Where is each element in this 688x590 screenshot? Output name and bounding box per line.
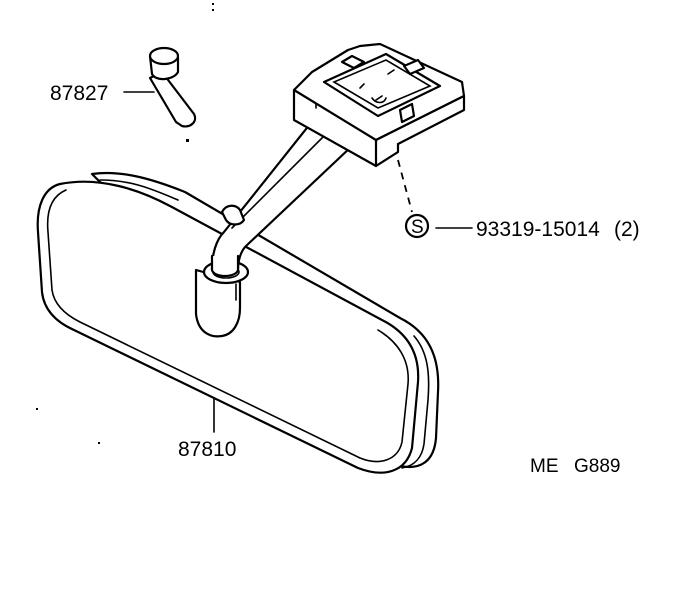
screw-quantity: (2) <box>614 218 640 241</box>
mirror-stay-arm <box>210 112 354 278</box>
screw-hidden-line <box>397 159 413 213</box>
cap-part-number: 87827 <box>50 82 108 105</box>
screw-part-number: 93319-15014 <box>476 218 600 241</box>
print-specks <box>36 3 214 444</box>
screw-symbol-circle <box>404 213 430 239</box>
cover-cap <box>148 46 197 128</box>
figure-code: G889 <box>574 456 620 477</box>
screw-symbol-letter: S <box>411 217 424 238</box>
rearview-mirror <box>36 171 440 474</box>
mirror-mount-bracket <box>292 42 466 168</box>
figure-code-prefix: ME <box>530 456 559 477</box>
leader-lines <box>123 91 473 433</box>
mirror-part-number: 87810 <box>178 438 236 461</box>
